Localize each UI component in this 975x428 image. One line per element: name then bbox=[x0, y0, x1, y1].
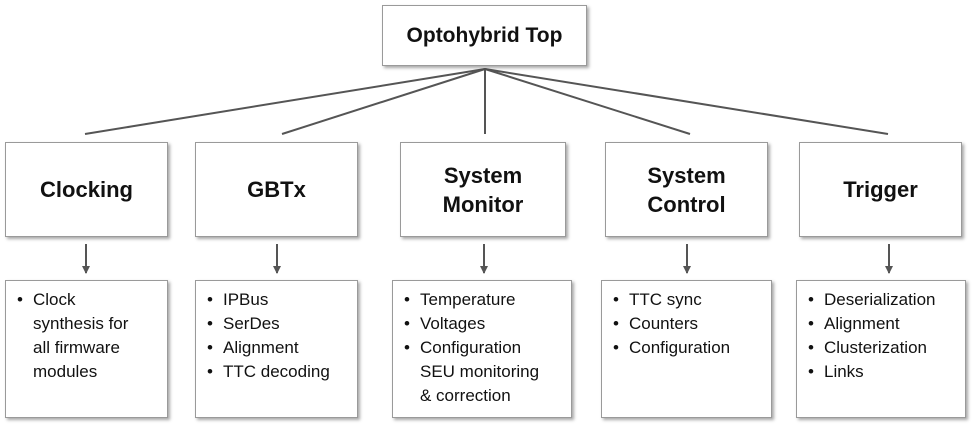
list-item: TTC sync bbox=[612, 288, 765, 312]
detail-list-gbtx: IPBus SerDes Alignment TTC decoding bbox=[206, 288, 351, 384]
list-item: Configuration SEU monitoring & correctio… bbox=[403, 336, 565, 408]
list-item: Voltages bbox=[403, 312, 565, 336]
root-title: Optohybrid Top bbox=[406, 24, 563, 47]
detail-list-trigger: Deserialization Alignment Clusterization… bbox=[807, 288, 959, 384]
detail-box-system-control: TTC sync Counters Configuration bbox=[601, 280, 772, 418]
connector-root-to-gbtx bbox=[281, 68, 486, 135]
module-title-gbtx: GBTx bbox=[247, 177, 306, 202]
list-item: SerDes bbox=[206, 312, 351, 336]
list-item: Alignment bbox=[206, 336, 351, 360]
detail-box-trigger: Deserialization Alignment Clusterization… bbox=[796, 280, 966, 418]
connector-root-to-trigger bbox=[484, 68, 889, 135]
list-item: Clock synthesis for all firmware modules bbox=[16, 288, 161, 384]
list-item: Configuration bbox=[612, 336, 765, 360]
module-title-clocking: Clocking bbox=[40, 177, 133, 202]
module-box-system-monitor: System Monitor bbox=[400, 142, 566, 237]
list-item: IPBus bbox=[206, 288, 351, 312]
detail-box-system-monitor: Temperature Voltages Configuration SEU m… bbox=[392, 280, 572, 418]
detail-box-clocking: Clock synthesis for all firmware modules bbox=[5, 280, 168, 418]
connector-root-to-clocking bbox=[84, 68, 486, 135]
module-box-system-control: System Control bbox=[605, 142, 768, 237]
root-box-optohybrid-top: Optohybrid Top bbox=[382, 5, 587, 66]
connector-root-to-system-control bbox=[484, 68, 691, 135]
detail-list-system-control: TTC sync Counters Configuration bbox=[612, 288, 765, 360]
module-box-trigger: Trigger bbox=[799, 142, 962, 237]
list-item: TTC decoding bbox=[206, 360, 351, 384]
detail-list-system-monitor: Temperature Voltages Configuration SEU m… bbox=[403, 288, 565, 408]
module-title-system-control: System Control bbox=[647, 162, 726, 217]
detail-box-gbtx: IPBus SerDes Alignment TTC decoding bbox=[195, 280, 358, 418]
list-item: Links bbox=[807, 360, 959, 384]
list-item: Alignment bbox=[807, 312, 959, 336]
list-item: Clusterization bbox=[807, 336, 959, 360]
detail-list-clocking: Clock synthesis for all firmware modules bbox=[16, 288, 161, 384]
list-item: Deserialization bbox=[807, 288, 959, 312]
module-title-trigger: Trigger bbox=[843, 177, 918, 202]
list-item: Temperature bbox=[403, 288, 565, 312]
list-item: Counters bbox=[612, 312, 765, 336]
module-box-gbtx: GBTx bbox=[195, 142, 358, 237]
module-title-system-monitor: System Monitor bbox=[442, 162, 524, 217]
module-box-clocking: Clocking bbox=[5, 142, 168, 237]
